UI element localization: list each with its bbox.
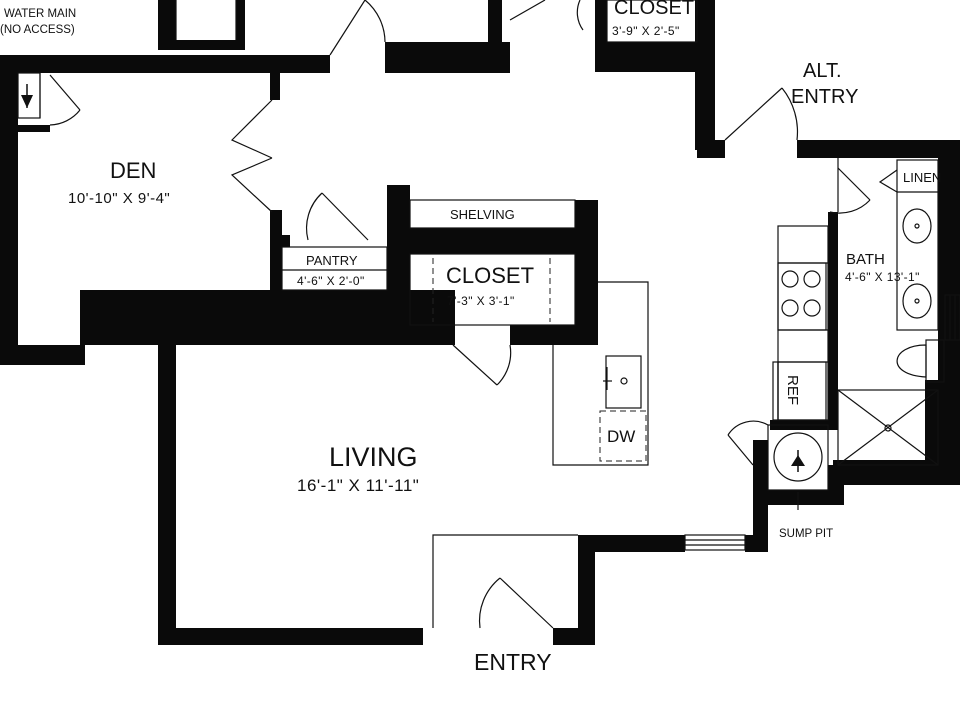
linen-label: LINEN (903, 170, 941, 185)
pantry-name: PANTRY (306, 253, 358, 268)
closet-main-size: 7'-3" X 3'-1" (447, 294, 515, 308)
labels: WATER MAIN (NO ACCESS) DEN 10'-10" X 9'-… (0, 0, 941, 675)
den-room-name: DEN (110, 158, 156, 183)
water-main-label-1: WATER MAIN (4, 8, 76, 20)
closet-main-name: CLOSET (446, 263, 534, 288)
entry-label: ENTRY (474, 649, 552, 675)
alt-entry-label-2: ENTRY (791, 86, 858, 108)
closet-top-size: 3'-9" X 2'-5" (612, 24, 680, 38)
dw-label: DW (607, 427, 635, 446)
pantry-size: 4'-6" X 2'-0" (297, 274, 365, 288)
living-room-name: LIVING (329, 442, 418, 472)
sump-pit-label: SUMP PIT (779, 528, 833, 540)
den-room-size: 10'-10" X 9'-4" (68, 190, 170, 207)
down-arrow-icon (21, 84, 33, 108)
up-arrow-icon (791, 450, 805, 472)
ref-label: REF (784, 375, 801, 405)
alt-entry-label-1: ALT. (803, 60, 842, 82)
bath-name: BATH (846, 251, 885, 268)
water-main-label-2: (NO ACCESS) (0, 24, 75, 36)
door-swings (49, 0, 898, 629)
fixtures (17, 0, 960, 628)
shelving-label: SHELVING (450, 207, 515, 222)
bath-size: 4'-6" X 13'-1" (845, 270, 920, 284)
closet-top-name: CLOSET (614, 0, 694, 19)
living-room-size: 16'-1" X 11'-11" (297, 476, 419, 495)
walls (0, 0, 960, 645)
